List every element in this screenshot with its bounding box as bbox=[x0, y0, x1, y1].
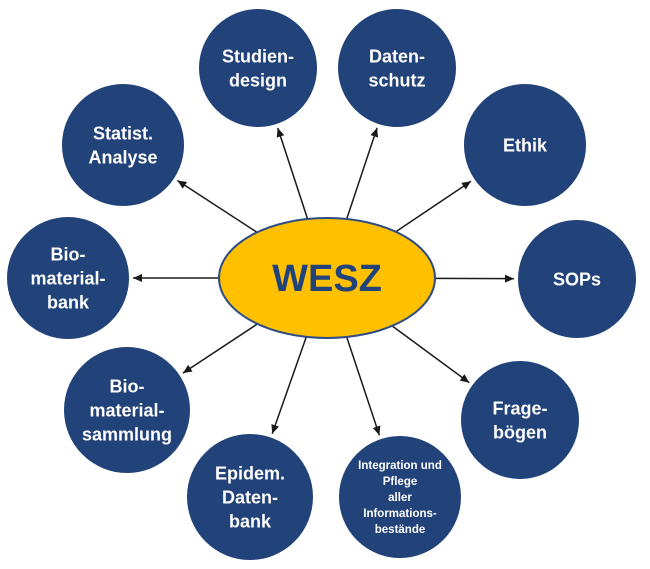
node-label-studiendesign-line-1: Studien- bbox=[222, 46, 294, 66]
node-circle-epidem-datenbank bbox=[185, 432, 315, 562]
node-label-studiendesign-line-2: design bbox=[229, 70, 287, 90]
node-label-biomaterialsammlung-line-2: material- bbox=[89, 400, 164, 420]
node-label-biomaterialbank-line-3: bank bbox=[47, 292, 90, 312]
node-label-epidem-datenbank-line-3: bank bbox=[229, 511, 272, 531]
node-datenschutz: Daten-schutz bbox=[336, 7, 458, 129]
node-circle-biomaterialbank bbox=[5, 215, 131, 341]
node-biomaterialsammlung: Bio-material-sammlung bbox=[62, 345, 192, 475]
arrow-epidem-datenbank bbox=[271, 336, 308, 435]
center-label: WESZ bbox=[272, 258, 382, 300]
center-ellipse bbox=[218, 217, 436, 339]
node-label-frageboegen-line-1: Frage- bbox=[492, 398, 547, 418]
node-sops: SOPs bbox=[516, 218, 638, 340]
node-circle-frageboegen bbox=[459, 359, 581, 481]
node-circle-integration bbox=[337, 434, 463, 560]
node-label-statist-analyse-line-2: Analyse bbox=[88, 147, 157, 167]
node-circle-ethik bbox=[462, 82, 588, 208]
node-label-statist-analyse-line-1: Statist. bbox=[93, 123, 153, 143]
node-label-biomaterialbank-line-2: material- bbox=[30, 268, 105, 288]
node-epidem-datenbank: Epidem. Daten-bank bbox=[185, 432, 315, 562]
center-layer: WESZ bbox=[218, 217, 436, 339]
arrow-integration bbox=[345, 336, 381, 436]
node-label-sops-line-1: SOPs bbox=[553, 269, 601, 289]
node-circle-statist-analyse bbox=[60, 82, 186, 208]
node-label-biomaterialbank-line-1: Bio- bbox=[51, 244, 86, 264]
node-label-datenschutz-line-1: Daten- bbox=[369, 46, 425, 66]
node-circle-studiendesign bbox=[197, 7, 319, 129]
node-circle-biomaterialsammlung bbox=[62, 345, 192, 475]
node-circle-sops bbox=[516, 218, 638, 340]
node-label-biomaterialsammlung-line-3: sammlung bbox=[82, 424, 172, 444]
nodes-layer: Studien-designDaten-schutzEthikSOPsFrage… bbox=[5, 7, 638, 562]
node-label-biomaterialsammlung-line-1: Bio- bbox=[110, 376, 145, 396]
arrows-layer bbox=[133, 127, 515, 436]
node-statist-analyse: Statist. Analyse bbox=[60, 82, 186, 208]
node-label-epidem-datenbank-line-1: Epidem. bbox=[215, 463, 285, 483]
node-frageboegen: Frage-bögen bbox=[459, 359, 581, 481]
node-label-integration-line-1: Integration und bbox=[358, 460, 442, 472]
node-label-frageboegen-line-2: bögen bbox=[493, 422, 547, 442]
node-label-ethik-line-1: Ethik bbox=[503, 135, 548, 155]
node-label-datenschutz-line-2: schutz bbox=[368, 70, 425, 90]
node-label-integration-line-4: Informations- bbox=[363, 508, 437, 520]
node-label-integration-line-5: bestände bbox=[375, 524, 426, 536]
arrow-statist-analyse bbox=[176, 179, 258, 233]
arrow-frageboegen bbox=[391, 325, 470, 384]
node-circle-datenschutz bbox=[336, 7, 458, 129]
arrow-biomaterialsammlung bbox=[182, 323, 258, 374]
node-label-integration-line-2: Pflege bbox=[383, 476, 418, 488]
arrow-datenschutz bbox=[345, 127, 379, 220]
arrow-ethik bbox=[395, 180, 472, 233]
node-ethik: Ethik bbox=[462, 82, 588, 208]
node-biomaterialbank: Bio-material-bank bbox=[5, 215, 131, 341]
node-studiendesign: Studien-design bbox=[197, 7, 319, 129]
node-label-integration-line-3: aller bbox=[388, 492, 412, 504]
arrow-studiendesign bbox=[276, 127, 309, 220]
node-label-epidem-datenbank-line-2: Daten- bbox=[222, 487, 278, 507]
